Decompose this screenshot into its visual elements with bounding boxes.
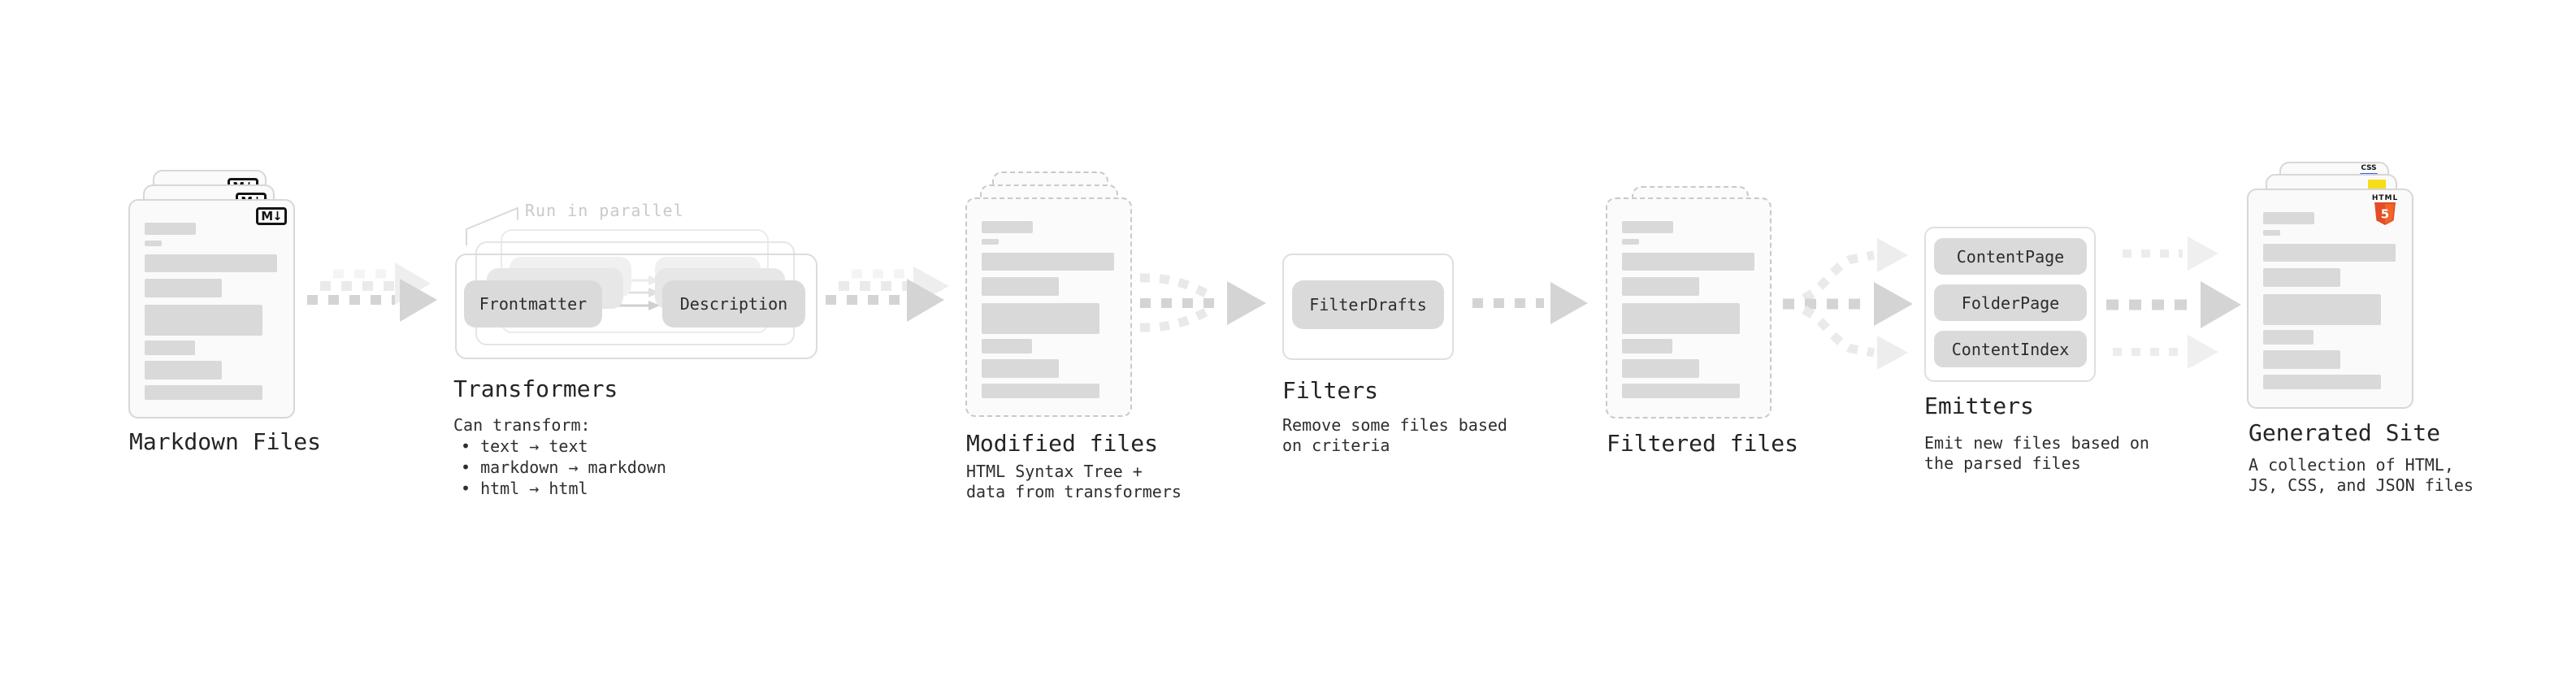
- caption-line: data from transformers: [966, 482, 1182, 501]
- css-icon-label: CSS: [2361, 164, 2377, 172]
- filter-chip-filterdrafts: FilterDrafts: [1292, 280, 1444, 329]
- arrow-filters-to-filtered: [1472, 282, 1588, 324]
- emitter-chip-folderpage: FolderPage: [1934, 284, 2087, 321]
- transformer-chip-frontmatter: Frontmatter: [464, 280, 602, 327]
- arrow-transformers-to-modified: [826, 267, 949, 322]
- svg-text:5: 5: [2381, 207, 2389, 222]
- doc-content-lines: [2249, 190, 2412, 389]
- caption-line: Remove some files based: [1282, 415, 1507, 435]
- caption-line: HTML Syntax Tree +: [966, 462, 1143, 481]
- filtered-file-card-front: [1606, 197, 1772, 419]
- transformer-chip-description: Description: [662, 280, 805, 327]
- run-in-parallel-annotation: Run in parallel: [525, 201, 684, 220]
- transform-bullet: • html → html: [461, 479, 588, 498]
- transformers-caption: Can transform: • text → text • markdown …: [453, 414, 666, 499]
- markdown-file-card-front: M↓: [128, 199, 295, 419]
- caption-line: the parsed files: [1924, 453, 2081, 473]
- doc-content-lines: [1607, 199, 1770, 398]
- filtered-files-label: Filtered files: [1607, 430, 1799, 457]
- modified-files-caption: HTML Syntax Tree + data from transformer…: [966, 462, 1182, 502]
- html5-shield: 5: [2374, 202, 2396, 225]
- modified-files-label: Modified files: [966, 430, 1159, 457]
- annotation-callout-line: [466, 206, 518, 245]
- filters-caption: Remove some files based on criteria: [1282, 415, 1507, 456]
- transform-bullet: • markdown → markdown: [461, 458, 666, 477]
- html5-icon: HTML 5: [2366, 194, 2405, 225]
- arrow-filtered-to-emitters: [1783, 238, 1913, 370]
- caption-line: JS, CSS, and JSON files: [2249, 475, 2474, 495]
- transform-bullet: • text → text: [461, 436, 588, 456]
- js-icon: [2368, 180, 2386, 190]
- generated-site-label: Generated Site: [2249, 419, 2441, 446]
- html-file-card: HTML 5: [2247, 189, 2413, 409]
- arrow-emitters-to-generated: [2106, 236, 2241, 369]
- markdown-icon: M↓: [256, 207, 287, 225]
- doc-content-lines: [130, 201, 293, 400]
- emitters-caption: Emit new files based on the parsed files: [1924, 433, 2149, 474]
- emitter-chip-contentpage: ContentPage: [1934, 238, 2087, 275]
- caption-line: A collection of HTML,: [2249, 455, 2454, 475]
- modified-file-card-front: [965, 197, 1132, 417]
- html5-icon-label: HTML: [2371, 194, 2399, 202]
- caption-line: on criteria: [1282, 436, 1390, 455]
- emitter-chip-contentindex: ContentIndex: [1934, 331, 2087, 367]
- generated-site-stack: CSS HTML 5: [2247, 162, 2418, 410]
- arrow-markdown-to-transformers: [307, 262, 437, 322]
- markdown-files-label: Markdown Files: [129, 428, 322, 455]
- arrow-modified-to-filters: [1140, 273, 1266, 332]
- transformer-frame-front: [455, 254, 817, 359]
- doc-content-lines: [967, 199, 1130, 398]
- filtered-files-stack: [1606, 186, 1776, 422]
- transformers-label: Transformers: [453, 375, 618, 402]
- caption-line: Emit new files based on: [1924, 433, 2149, 453]
- modified-files-stack: [965, 171, 1136, 420]
- generated-site-caption: A collection of HTML, JS, CSS, and JSON …: [2249, 455, 2474, 496]
- markdown-files-stack: M↓ M↓ M↓: [128, 170, 299, 419]
- filters-label: Filters: [1282, 377, 1379, 404]
- can-transform-title: Can transform:: [453, 415, 591, 435]
- emitters-label: Emitters: [1924, 393, 2034, 419]
